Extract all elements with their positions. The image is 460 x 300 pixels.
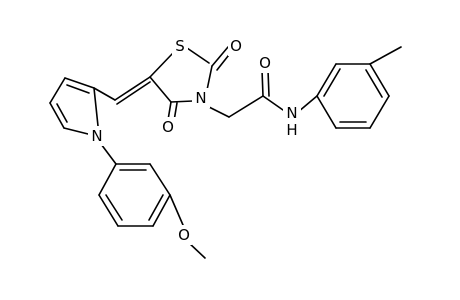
- bond-c4-c5: [149, 76, 172, 103]
- bond-c5-s: [149, 52, 174, 78]
- ring-nitrogen: N: [195, 89, 206, 107]
- bond-c2-n3: [206, 65, 213, 91]
- bond-n3-ch2: [206, 105, 230, 118]
- pyrrole-ring: [49, 77, 99, 135]
- bond-tol6-tol1: [316, 95, 337, 129]
- thiazolidinedione-ring: [149, 46, 233, 122]
- tolyl-ring: [297, 46, 402, 129]
- bond-n-aryl: [100, 143, 117, 165]
- bond-pyr-c4-c5: [49, 102, 65, 129]
- bond-tol1-tol2: [316, 63, 337, 97]
- amide-hydrogen: H: [286, 121, 297, 139]
- bond-co-o-double-b: [267, 69, 270, 97]
- bond-tol3-tol4-inner: [365, 69, 383, 98]
- amide-oxygen: O: [259, 54, 271, 72]
- bond-co-nh: [262, 95, 284, 111]
- bond-ar5-ar6: [98, 194, 119, 227]
- methoxyphenyl-ring: [98, 143, 206, 259]
- bond-pyr-c3-c4: [49, 77, 66, 104]
- carbonyl-oxygen-c4: O: [162, 118, 174, 136]
- bond-ar3-ar4: [152, 194, 171, 227]
- bond-c2-o-double-a: [211, 46, 229, 67]
- bond-tol4-tol5: [369, 95, 390, 129]
- bond-ar3-ar4-inner: [148, 194, 164, 221]
- bond-ar6-ar1: [98, 163, 117, 196]
- bond-tol-methyl: [369, 46, 402, 65]
- bond-ar5-ar6-inner: [105, 194, 123, 221]
- bond-pyr-c4-c5-inner: [56, 103, 68, 123]
- bond-n3-c4: [170, 100, 194, 103]
- bond-ch-pyrrole: [93, 87, 116, 101]
- bond-pyr-c5-n: [63, 127, 89, 135]
- methylidene-bridge: [93, 76, 151, 105]
- sulfur-atom: S: [175, 37, 185, 55]
- bond-ch2-co: [228, 95, 264, 118]
- bond-ar-o: [169, 194, 184, 226]
- bond-c5-ch-double-a: [114, 76, 151, 101]
- pyrrole-nitrogen: N: [91, 127, 102, 145]
- bond-pyr-c2-c3: [64, 77, 95, 89]
- bond-nh-aryl: [297, 95, 318, 113]
- bond-ar2-ar3: [149, 163, 171, 196]
- bond-pyr-n-c2: [93, 87, 99, 127]
- amide-nitrogen: N: [286, 104, 297, 122]
- bond-c5-ch-double-b: [116, 81, 151, 105]
- bond-tol1-tol2-inner: [323, 68, 341, 97]
- carbonyl-oxygen-c2: O: [230, 37, 242, 55]
- bond-co-o-double-a: [261, 69, 264, 97]
- atom-labels: S O N O O N H N O: [88, 36, 301, 245]
- methoxy-oxygen: O: [178, 226, 190, 244]
- bond-pyr-c2-c3-inner: [66, 84, 90, 94]
- bond-s-c2: [186, 47, 210, 64]
- acetamide-chain: [206, 69, 284, 118]
- bond-tol3-tol4: [369, 63, 390, 97]
